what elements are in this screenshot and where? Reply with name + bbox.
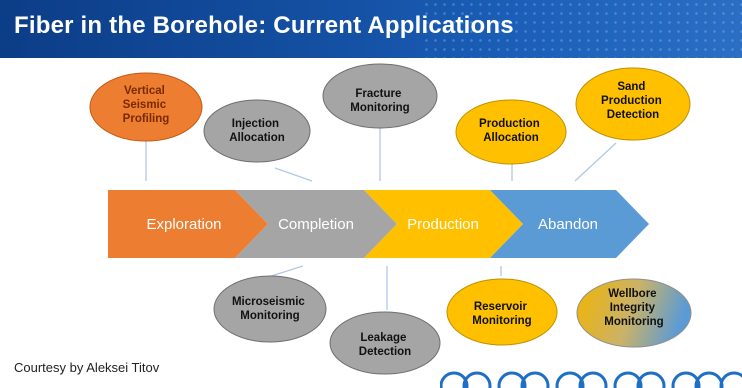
logo-ring-icon (520, 371, 550, 388)
partner-logos (440, 371, 742, 388)
logo-ring-icon (555, 371, 585, 388)
logo-ring-icon (671, 371, 701, 388)
logo-ring-icon (636, 371, 666, 388)
logo-ring-icon (440, 371, 469, 388)
stage-production (364, 190, 523, 258)
bubble-sand-production-detection: Sand Production Detection (575, 67, 691, 141)
connector-line (274, 167, 313, 182)
connector-line (267, 265, 304, 278)
logo-ring-icon (719, 371, 742, 388)
stage-label: Abandon (538, 216, 598, 233)
bubble-wellbore-integrity-monitoring: Wellbore Integrity Monitoring (576, 278, 692, 348)
banner-dot-pattern (422, 0, 742, 58)
bubble-label: Sand Production Detection (601, 81, 665, 121)
bubble-microseismic-monitoring: Microseismic Monitoring (213, 275, 327, 343)
stage-completion (235, 190, 397, 258)
title-banner: Fiber in the Borehole: Current Applicati… (0, 0, 742, 58)
bubble-reservoir-monitoring: Reservoir Monitoring (446, 278, 558, 346)
bubble-label: Leakage Detection (359, 332, 411, 358)
bubble-label: Injection Allocation (229, 118, 285, 144)
connector-line (574, 142, 617, 182)
bubble-leakage-detection: Leakage Detection (329, 311, 441, 375)
bubble-label: Vertical Seismic Profiling (123, 85, 170, 125)
bubble-label: Fracture Monitoring (350, 88, 409, 114)
courtesy-credit: Courtesy by Aleksei Titov (14, 360, 160, 375)
stage-label: Production (407, 216, 479, 233)
process-arrow: Exploration Completion Production Abando… (108, 190, 649, 258)
bubble-production-allocation: Production Allocation (455, 99, 567, 165)
bubble-injection-allocation: Injection Allocation (203, 99, 311, 163)
bubble-label: Reservoir Monitoring (472, 301, 531, 327)
stage-label: Completion (278, 216, 354, 233)
bubble-label: Production Allocation (479, 118, 543, 144)
logo-ring-icon (613, 371, 643, 388)
logo-ring-icon (578, 371, 608, 388)
stage-abandon (490, 190, 649, 258)
stage-label: Exploration (146, 216, 221, 233)
connector-lines (145, 125, 617, 310)
bubble-fracture-monitoring: Fracture Monitoring (322, 63, 438, 129)
page-title: Fiber in the Borehole: Current Applicati… (14, 12, 514, 39)
stage-exploration (108, 190, 268, 258)
bubble-label: Wellbore Integrity Monitoring (604, 288, 663, 328)
logo-ring-icon (497, 371, 527, 388)
bubble-label: Microseismic Monitoring (232, 296, 308, 322)
bubble-vertical-seismic-profiling: Vertical Seismic Profiling (89, 72, 203, 142)
logo-ring-icon (462, 371, 492, 388)
